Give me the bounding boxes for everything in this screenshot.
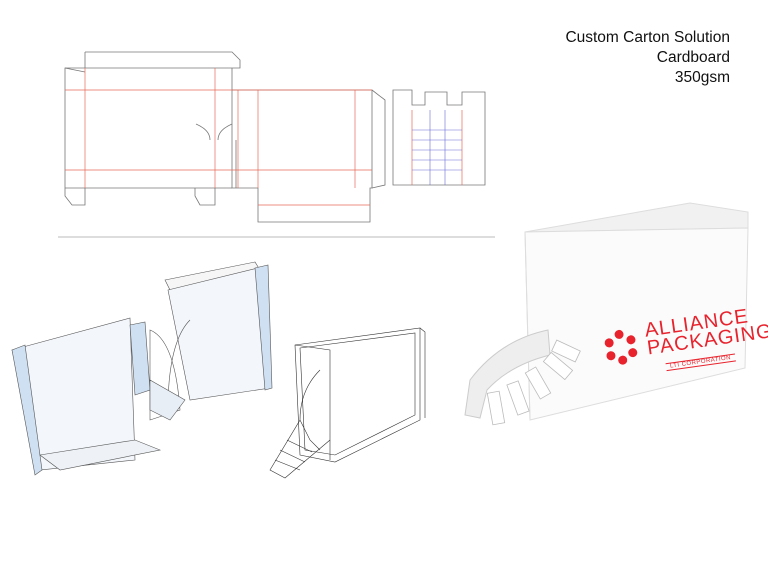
product-title-block: Custom Carton Solution Cardboard 350gsm — [565, 28, 730, 88]
carton-3d-unfolded — [11, 261, 273, 476]
product-weight: 350gsm — [674, 69, 730, 86]
product-material: Cardboard — [656, 49, 730, 66]
product-title: Custom Carton Solution — [565, 29, 730, 46]
dieline-insert — [392, 89, 486, 186]
product-box-photo — [464, 202, 749, 426]
alliance-packaging-logo: ALLIANCE PACKAGING LTI CORPORATION — [600, 304, 768, 381]
carton-wireframe — [269, 327, 426, 479]
logo-dots-icon — [604, 329, 638, 365]
